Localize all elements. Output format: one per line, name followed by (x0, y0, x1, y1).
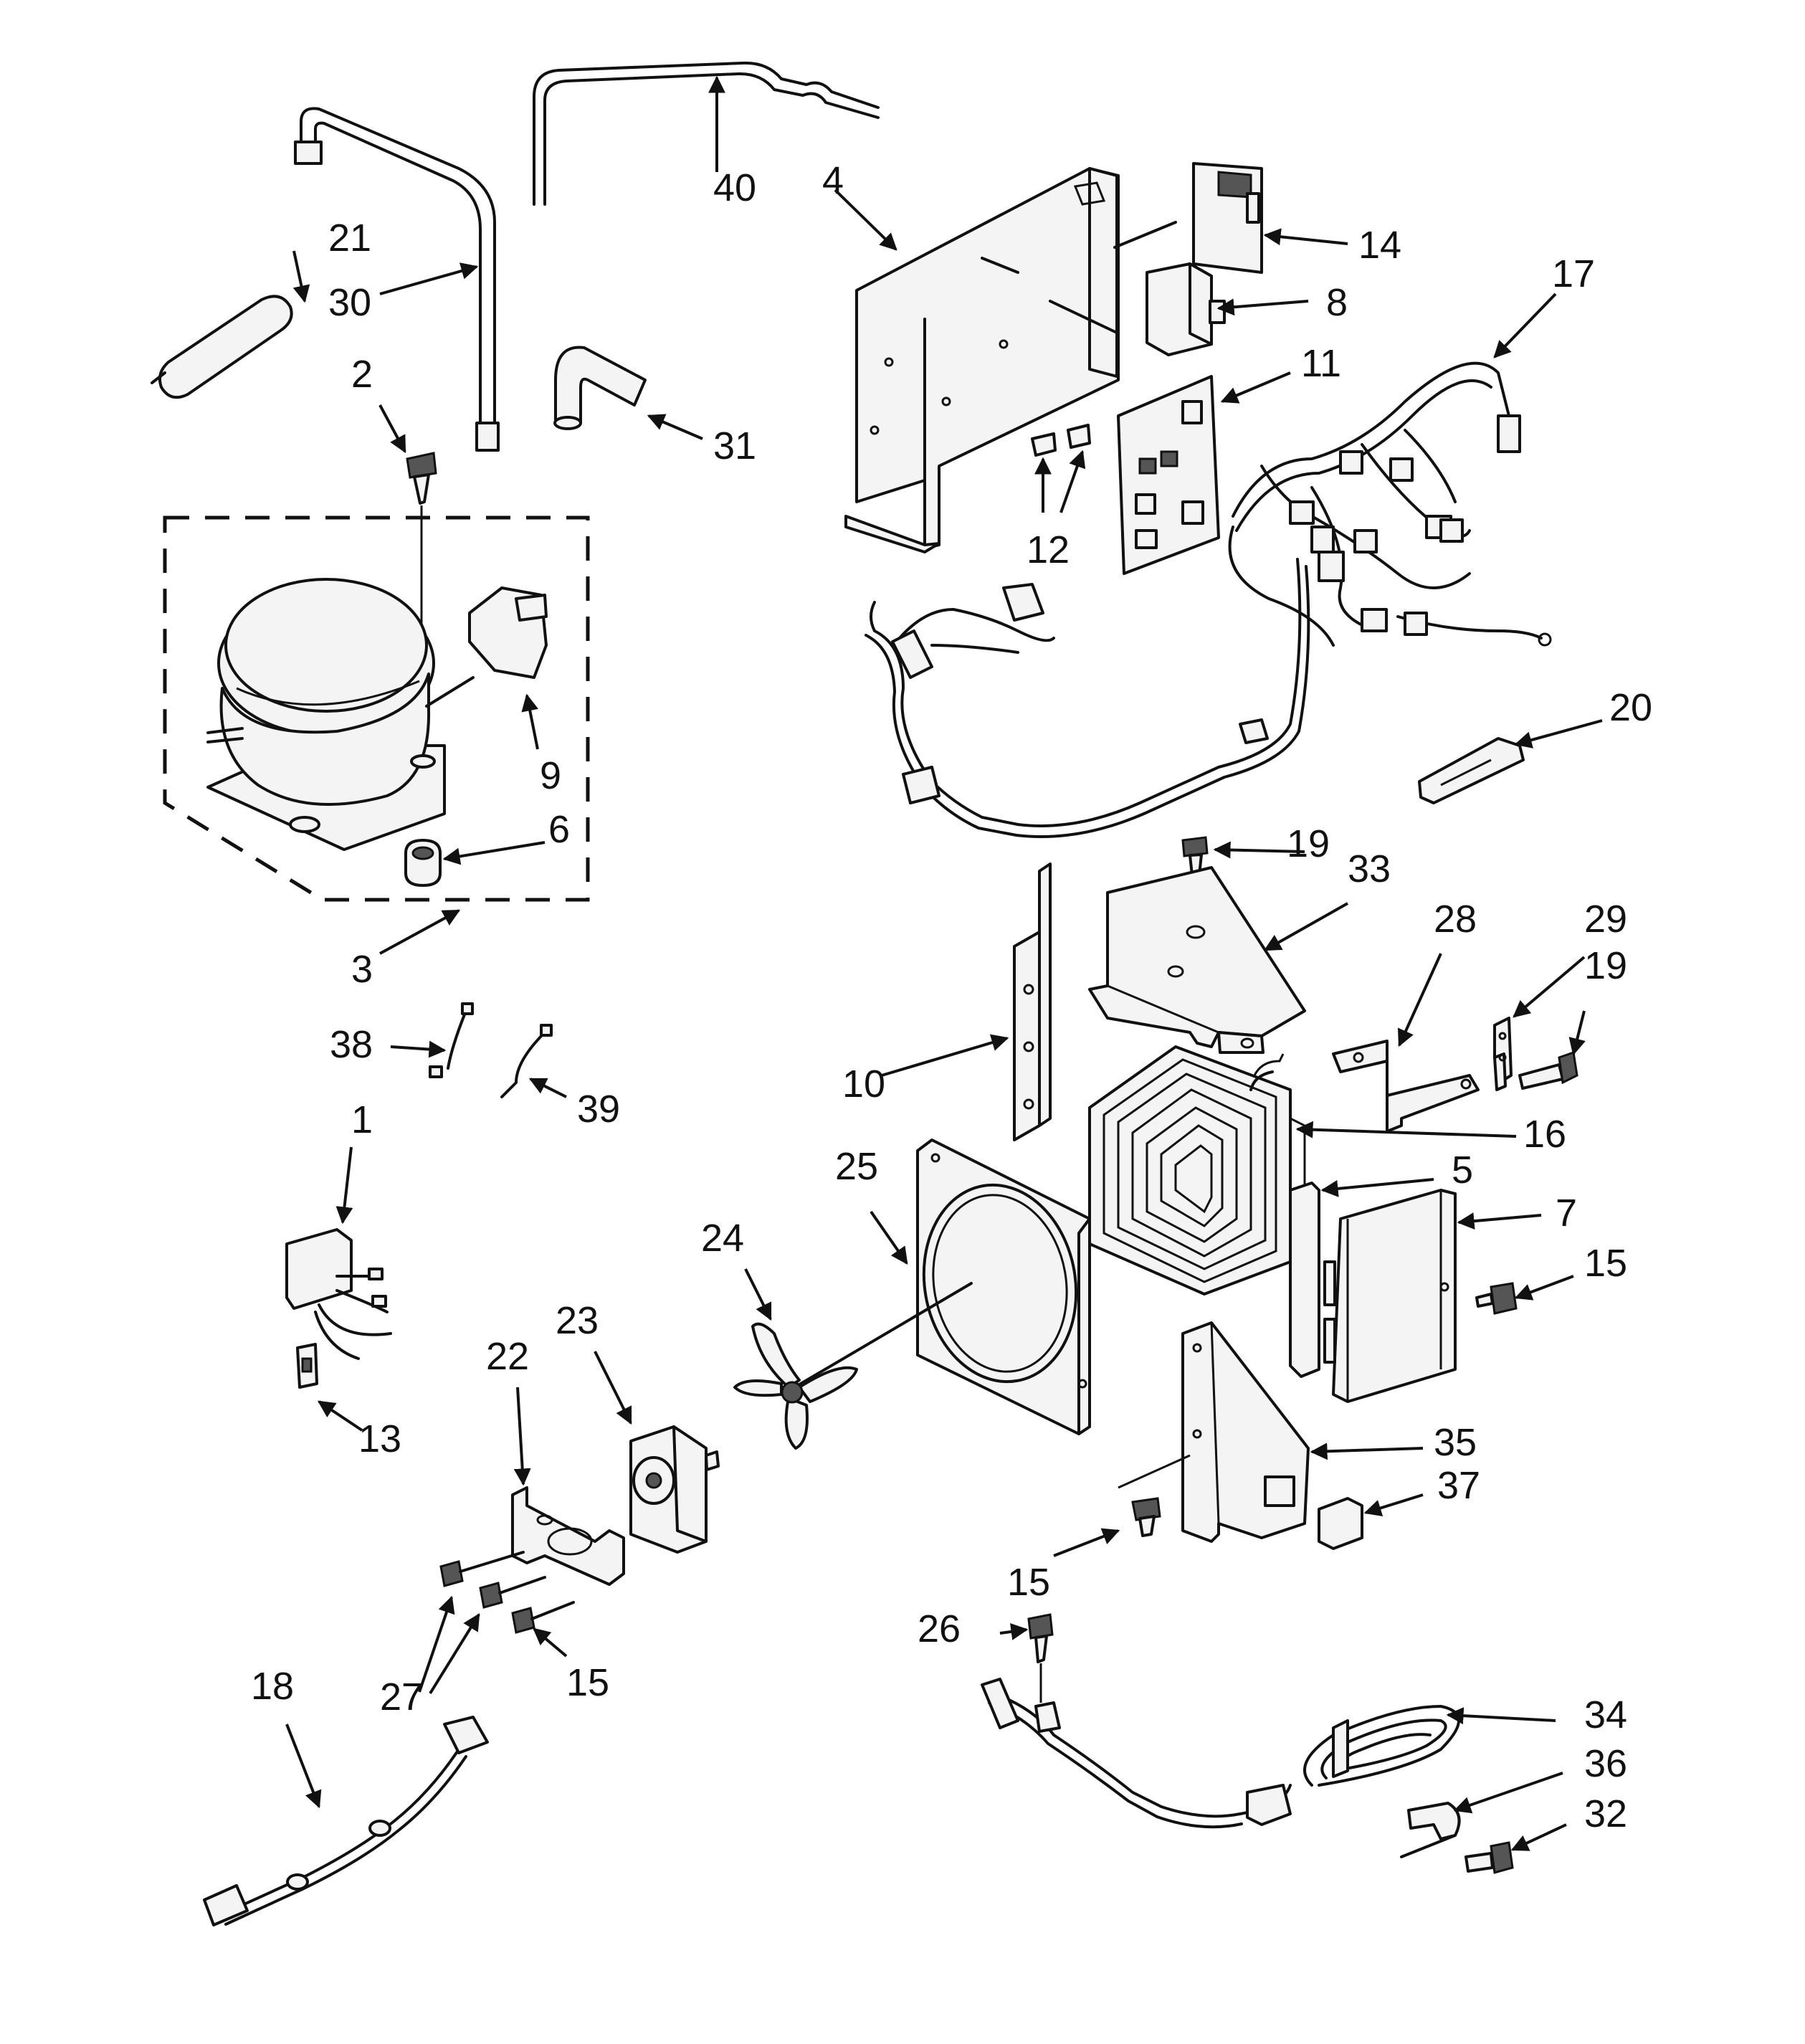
callout-26: 26 (918, 1607, 961, 1650)
callout-9: 9 (540, 754, 561, 797)
callout-5: 5 (1452, 1149, 1473, 1192)
compressor-assembly-3 (163, 515, 590, 902)
callout-37: 37 (1437, 1464, 1480, 1507)
fastener-part-12 (1031, 424, 1091, 457)
bracket-part-28 (1332, 1040, 1480, 1133)
callout-38: 38 (330, 1023, 373, 1066)
callout-1: 1 (351, 1098, 373, 1141)
callout-36: 36 (1584, 1742, 1627, 1785)
callout-12: 12 (1027, 528, 1070, 571)
callout-18: 18 (251, 1665, 294, 1708)
grommet-part-6 (404, 839, 442, 887)
callout-33: 33 (1348, 847, 1391, 890)
bracket-part-10 (1013, 862, 1052, 1141)
heater-harness-part-34 (981, 1678, 1460, 1829)
motor-bracket-part-22 (511, 1486, 625, 1586)
callout-7: 7 (1556, 1192, 1577, 1235)
leader-bracket-14 (1113, 221, 1177, 249)
tube-part-40 (533, 61, 880, 206)
bracket-part-4 (844, 167, 1120, 553)
wire-part-38 (429, 1002, 474, 1078)
callout-31: 31 (713, 424, 756, 467)
callout-13: 13 (358, 1417, 401, 1460)
leader-bracket-12a (981, 257, 1019, 274)
relay-part-9 (425, 586, 548, 708)
start-device-part-1 (285, 1228, 392, 1360)
callout-8: 8 (1326, 281, 1348, 324)
callout-28: 28 (1434, 898, 1477, 941)
callout-30: 30 (328, 281, 371, 324)
panel-part-7 (1323, 1189, 1457, 1403)
callout-15-lower: 15 (566, 1661, 609, 1704)
bracket-part-35 (1181, 1321, 1310, 1543)
callout-15-mid: 15 (1007, 1561, 1050, 1604)
screw-part-32 (1465, 1841, 1514, 1874)
shield-part-33 (1088, 866, 1306, 1054)
cable-tie-part-20 (1418, 737, 1525, 804)
callout-40: 40 (713, 166, 756, 209)
condenser-coil-part-16 (1088, 1045, 1306, 1296)
callout-25: 25 (835, 1145, 878, 1188)
screw-part-15a (1475, 1282, 1518, 1315)
control-board-part-11 (1117, 375, 1220, 575)
drier-part-21 (151, 295, 293, 399)
screw-part-27b (479, 1576, 546, 1609)
callout-22: 22 (486, 1335, 529, 1378)
callout-32: 32 (1584, 1792, 1627, 1835)
cover-part-37 (1318, 1497, 1363, 1550)
wire-part-39 (500, 1024, 553, 1098)
bracket-part-13 (296, 1343, 318, 1389)
control-board-part-14 (1192, 162, 1263, 274)
screw-part-15c (1118, 1454, 1191, 1537)
callout-34: 34 (1584, 1693, 1627, 1736)
callout-23: 23 (556, 1299, 599, 1342)
fan-blade-part-24 (733, 1322, 858, 1450)
callout-19-top: 19 (1287, 822, 1330, 865)
callout-11: 11 (1301, 342, 1341, 385)
plate-part-5 (1289, 1182, 1320, 1378)
clamp-part-36 (1400, 1802, 1461, 1858)
screw-part-15b (511, 1601, 575, 1634)
power-cord-part-18 (203, 1716, 489, 1926)
callout-27: 27 (380, 1675, 423, 1719)
callout-4: 4 (822, 159, 844, 202)
tube-part-30 (294, 107, 500, 452)
box-part-8 (1146, 262, 1226, 356)
callout-29: 29 (1584, 898, 1627, 941)
callout-labels: 40 4 14 8 11 12 17 20 21 30 31 2 9 6 3 1… (251, 159, 1652, 1835)
callout-39: 39 (577, 1088, 620, 1131)
hose-part-31 (553, 346, 647, 430)
callout-15-right: 15 (1584, 1242, 1627, 1285)
screw-part-26 (1027, 1613, 1054, 1703)
callout-16: 16 (1523, 1113, 1566, 1156)
callout-2: 2 (351, 353, 373, 396)
fan-shroud-part-25 (787, 1139, 1091, 1435)
callout-24: 24 (701, 1217, 744, 1260)
callout-19-right: 19 (1584, 944, 1627, 987)
callout-3: 3 (351, 948, 373, 991)
callout-10: 10 (842, 1063, 885, 1106)
motor-part-23 (629, 1425, 720, 1554)
callout-14: 14 (1358, 224, 1401, 267)
leader-bracket-11 (1049, 300, 1120, 335)
callout-17: 17 (1552, 252, 1595, 295)
screw-part-27a (439, 1551, 525, 1587)
leader-lines (285, 75, 1603, 1851)
wire-harness-part-17 (865, 361, 1552, 838)
callout-21: 21 (328, 217, 371, 260)
bracket-part-29 (1493, 1017, 1513, 1091)
screw-part-19b (1518, 1050, 1578, 1090)
callout-6: 6 (548, 808, 570, 851)
callout-35: 35 (1434, 1421, 1477, 1464)
callout-20: 20 (1609, 686, 1652, 729)
